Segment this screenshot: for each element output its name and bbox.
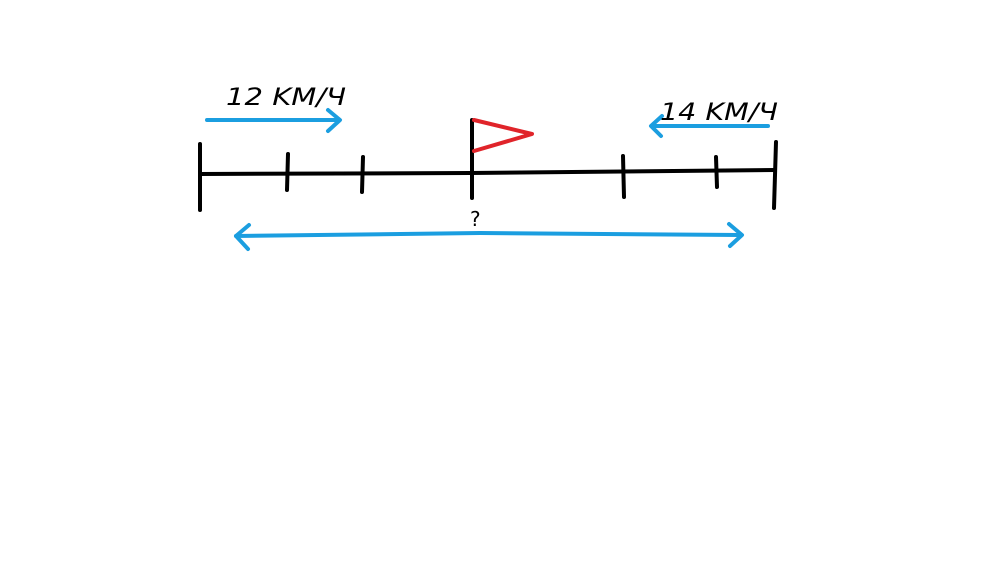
total-distance-arrow <box>234 222 744 251</box>
tick-mark <box>772 140 778 210</box>
left-speed-label: 12 KM/Ч <box>226 83 346 111</box>
tick-mark <box>360 155 365 194</box>
right-speed-arrow <box>649 114 770 138</box>
tick-mark <box>285 152 290 192</box>
right-speed-label: 14 KM/Ч <box>660 98 778 126</box>
unknown-distance-label: ? <box>470 207 481 231</box>
tick-mark <box>714 155 719 189</box>
tick-mark <box>621 154 626 199</box>
left-speed-arrow <box>205 108 342 133</box>
meeting-flag-icon <box>472 118 534 153</box>
